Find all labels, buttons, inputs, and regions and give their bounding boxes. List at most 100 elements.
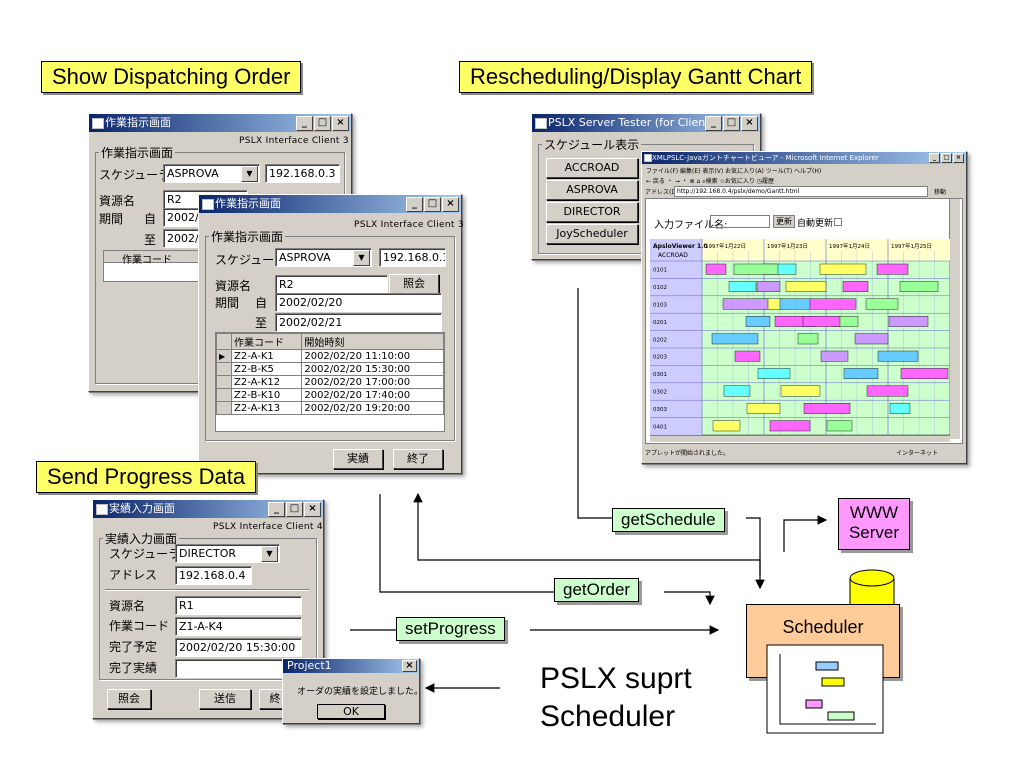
- gantt-bar: [842, 281, 869, 293]
- status-text: アプレットが開始されました。: [645, 450, 730, 457]
- group-box: [99, 538, 317, 680]
- close-button[interactable]: ×: [332, 116, 349, 131]
- gantt-resource-label: 0203: [653, 355, 667, 361]
- return-to-dispatch-arrow: [413, 492, 761, 575]
- chevron-down-icon[interactable]: ▼: [241, 166, 258, 182]
- title-bar: Project1 ×: [283, 659, 419, 673]
- gantt-bar: [769, 420, 811, 432]
- asprova-button[interactable]: ASPROVA: [546, 180, 638, 200]
- setprogress-label: setProgress: [396, 617, 505, 641]
- close-button[interactable]: ×: [741, 116, 758, 131]
- maximize-button[interactable]: □: [941, 153, 952, 163]
- to-label: 至: [255, 316, 268, 330]
- toolbar[interactable]: ← 戻る ・ → ・ ⊗ ⌂ ⌕検索 ☆お気に入り ◷履歴: [646, 178, 775, 185]
- gantt-date-label: 1997年1月24日: [829, 242, 870, 250]
- gantt-resource-column: [650, 239, 702, 435]
- scheduler-select[interactable]: ASPROVA ▼: [275, 248, 372, 267]
- title-bar: 作業指示画面 _□×: [89, 114, 351, 132]
- query-button[interactable]: 照会: [107, 689, 151, 709]
- chevron-down-icon[interactable]: ▼: [353, 250, 370, 266]
- go-button[interactable]: 移動: [934, 189, 947, 196]
- client-label: PSLX Interface Client 3: [239, 136, 349, 146]
- scheduler-label: スケジューラ: [99, 168, 171, 182]
- group-label: 実績入力画面: [103, 530, 180, 547]
- window-title: XMLPSLC-Javaガントチャートビューア - Microsoft Inte…: [652, 154, 879, 162]
- dialog-message: オーダの実績を設定しました。: [297, 687, 424, 697]
- scheduler-gantt-icon: [766, 644, 884, 734]
- from-label: 自: [144, 212, 157, 226]
- row-indicator: ▶: [216, 349, 232, 363]
- app-icon: [535, 118, 547, 129]
- director-button[interactable]: DIRECTOR: [546, 202, 638, 222]
- maximize-button[interactable]: □: [286, 502, 303, 517]
- plan-field[interactable]: 2002/02/20 15:30:00: [175, 638, 302, 657]
- minimize-button[interactable]: _: [268, 502, 285, 517]
- to-field[interactable]: 2002/02/21: [275, 313, 442, 332]
- close-button[interactable]: ×: [953, 153, 964, 163]
- gantt-bar: [802, 315, 841, 327]
- result-button[interactable]: 実績: [333, 449, 383, 469]
- close-button[interactable]: ×: [304, 502, 321, 517]
- scheduler-select[interactable]: ASPROVA ▼: [163, 164, 260, 183]
- to-label: 至: [144, 233, 157, 247]
- minimize-button[interactable]: _: [406, 197, 423, 212]
- gantt-corner-label: ApsloViewer 1.0: [653, 243, 708, 250]
- maximize-button[interactable]: □: [314, 116, 331, 131]
- gantt-bar: [722, 298, 769, 310]
- chevron-down-icon[interactable]: ▼: [261, 546, 278, 562]
- minimize-button[interactable]: _: [705, 116, 722, 131]
- maximize-button[interactable]: □: [723, 116, 740, 131]
- address-input[interactable]: http://192.168.0.4/pslx/demo/Gantt.html: [674, 186, 928, 197]
- cell-start: 2002/02/20 17:40:00: [301, 388, 444, 402]
- gantt-bar: [780, 385, 821, 397]
- ip-field[interactable]: 192.168.0.3: [265, 164, 340, 183]
- scheduler-value: ASPROVA: [279, 251, 331, 264]
- ip-field[interactable]: 192.168.0.3: [379, 248, 446, 267]
- auto-update-checkbox[interactable]: [834, 218, 842, 226]
- end-button[interactable]: 終了: [393, 449, 443, 469]
- gantt-date-label: 1997年1月25日: [891, 242, 932, 250]
- update-button[interactable]: 更新: [773, 215, 795, 228]
- close-button[interactable]: ×: [442, 197, 459, 212]
- gantt-resource-label: 0202: [653, 337, 667, 343]
- plan-label: 完了予定: [109, 640, 158, 654]
- resource-field[interactable]: R1: [175, 596, 302, 615]
- cell-start: 2002/02/20 11:10:00: [301, 349, 444, 363]
- scheduler-value: ASPROVA: [167, 167, 219, 180]
- gantt-bar: [785, 281, 827, 293]
- joyscheduler-button[interactable]: JoyScheduler: [546, 224, 638, 244]
- maximize-button[interactable]: □: [424, 197, 441, 212]
- address-field[interactable]: 192.168.0.4: [175, 566, 252, 585]
- input-file-field[interactable]: [710, 215, 770, 228]
- close-button[interactable]: ×: [402, 660, 417, 672]
- col-header-start: 開始時刻: [301, 333, 444, 350]
- gantt-bar: [876, 263, 909, 275]
- minimize-button[interactable]: _: [929, 153, 940, 163]
- gantt-bar: [819, 263, 867, 275]
- gantt-resource-label: 0103: [653, 303, 667, 309]
- horizontal-scrollbar[interactable]: [650, 435, 950, 442]
- from-field[interactable]: 2002/02/20: [275, 293, 442, 312]
- col-header-code: 作業コード: [230, 333, 303, 350]
- gantt-date-label: 1997年1月23日: [767, 242, 808, 250]
- gantt-bar: [877, 350, 919, 362]
- menu-bar[interactable]: ファイル(F) 編集(E) 表示(V) お気に入り(A) ツール(T) ヘルプ(…: [646, 168, 822, 175]
- gantt-resource-label: 0101: [653, 268, 667, 274]
- minimize-button[interactable]: _: [296, 116, 313, 131]
- code-field[interactable]: Z1-A-K4: [175, 617, 302, 636]
- scheduler-select[interactable]: DIRECTOR▼: [175, 544, 280, 563]
- client-label: PSLX Interface Client 4: [213, 522, 323, 532]
- ok-button[interactable]: OK: [317, 704, 385, 719]
- dialog-title: Project1: [287, 659, 332, 672]
- gantt-bar: [779, 298, 811, 310]
- window-title: 作業指示画面: [215, 197, 281, 210]
- gantt-bar: [734, 350, 761, 362]
- accroad-button[interactable]: ACCROAD: [546, 158, 638, 178]
- send-button[interactable]: 送信: [199, 689, 251, 709]
